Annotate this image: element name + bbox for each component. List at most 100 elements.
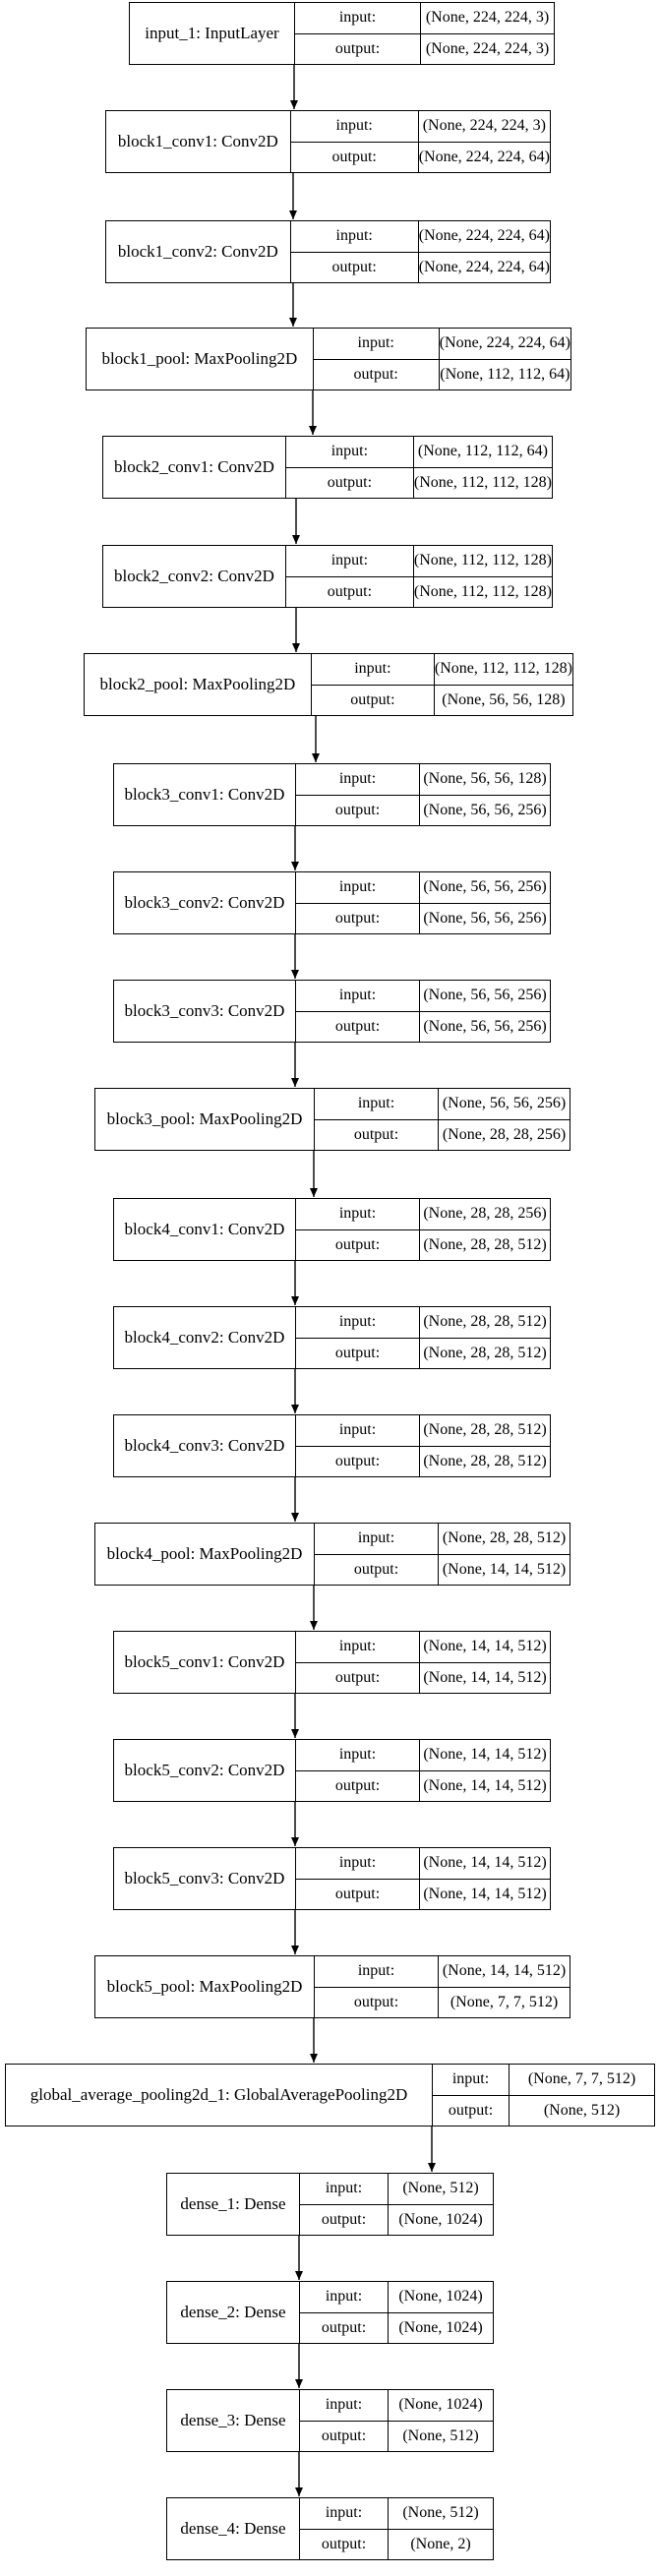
output-label: output: bbox=[300, 2312, 389, 2343]
input-row: input:(None, 14, 14, 512) bbox=[315, 1956, 570, 1987]
output-shape: (None, 112, 112, 128) bbox=[413, 582, 552, 600]
output-shape: (None, 56, 56, 256) bbox=[423, 801, 547, 818]
output-row: output:(None, 28, 28, 512) bbox=[296, 1228, 550, 1260]
input-shape: (None, 28, 28, 512) bbox=[442, 1529, 567, 1547]
layer-name: block5_pool: MaxPooling2D bbox=[95, 1956, 315, 2017]
output-shape: (None, 7, 7, 512) bbox=[450, 1993, 559, 2010]
input-shape: (None, 112, 112, 128) bbox=[413, 552, 552, 569]
output-label: output: bbox=[315, 1987, 439, 2017]
layer-name: block4_pool: MaxPooling2D bbox=[95, 1524, 315, 1585]
input-row: input:(None, 28, 28, 512) bbox=[315, 1524, 570, 1554]
layer-name: block5_conv3: Conv2D bbox=[114, 1848, 296, 1909]
output-label: output: bbox=[286, 467, 414, 498]
output-shape: (None, 56, 56, 128) bbox=[442, 690, 566, 708]
output-shape: (None, 14, 14, 512) bbox=[423, 1885, 547, 1902]
output-shape: (None, 28, 28, 512) bbox=[423, 1344, 547, 1361]
output-row: output:(None, 112, 112, 64) bbox=[313, 358, 570, 389]
input-label: input: bbox=[296, 1632, 420, 1662]
input-label: input: bbox=[296, 764, 420, 795]
input-shape: (None, 28, 28, 512) bbox=[423, 1421, 547, 1439]
output-shape: (None, 1024) bbox=[398, 2210, 483, 2228]
output-shape: (None, 14, 14, 512) bbox=[423, 1776, 547, 1794]
layer-name: block4_conv2: Conv2D bbox=[114, 1307, 296, 1368]
output-row: output:(None, 28, 28, 256) bbox=[315, 1118, 570, 1150]
input-label: input: bbox=[312, 654, 435, 685]
input-shape: (None, 14, 14, 512) bbox=[423, 1638, 547, 1655]
layer-io-table: input:(None, 112, 112, 128)output:(None,… bbox=[285, 546, 552, 607]
output-label: output: bbox=[296, 1770, 420, 1801]
layer-name: block2_conv1: Conv2D bbox=[103, 437, 286, 498]
output-row: output:(None, 2) bbox=[300, 2528, 493, 2559]
layer-name: block1_conv1: Conv2D bbox=[106, 111, 291, 172]
input-row: input:(None, 224, 224, 3) bbox=[291, 111, 550, 142]
output-label: output: bbox=[300, 2421, 389, 2451]
layer-name: block3_conv1: Conv2D bbox=[114, 764, 296, 825]
output-label: output: bbox=[291, 252, 419, 282]
output-shape: (None, 2) bbox=[410, 2535, 471, 2552]
layer-name: block1_conv2: Conv2D bbox=[106, 221, 291, 282]
output-label: output: bbox=[296, 1446, 420, 1476]
layer-io-table: input:(None, 112, 112, 128)output:(None,… bbox=[311, 654, 572, 715]
input-row: input:(None, 224, 224, 64) bbox=[291, 221, 550, 252]
layer-name: block2_conv2: Conv2D bbox=[103, 546, 286, 607]
input-row: input:(None, 7, 7, 512) bbox=[433, 2065, 654, 2095]
output-row: output:(None, 112, 112, 128) bbox=[285, 466, 552, 498]
layer-io-table: input:(None, 14, 14, 512)output:(None, 1… bbox=[296, 1848, 550, 1909]
input-shape: (None, 14, 14, 512) bbox=[423, 1746, 547, 1764]
input-label: input: bbox=[315, 1089, 439, 1119]
output-shape: (None, 28, 28, 256) bbox=[442, 1125, 567, 1143]
input-label: input: bbox=[300, 2282, 389, 2312]
output-row: output:(None, 1024) bbox=[300, 2311, 493, 2343]
input-label: input: bbox=[296, 1848, 420, 1879]
input-shape: (None, 7, 7, 512) bbox=[527, 2070, 636, 2088]
input-label: input: bbox=[291, 221, 419, 252]
input-row: input:(None, 512) bbox=[300, 2498, 493, 2529]
output-row: output:(None, 512) bbox=[300, 2420, 493, 2451]
output-shape: (None, 224, 224, 64) bbox=[418, 148, 550, 165]
output-label: output: bbox=[296, 1338, 420, 1368]
layer-io-table: input:(None, 512)output:(None, 2) bbox=[300, 2498, 493, 2559]
layer-name: global_average_pooling2d_1: GlobalAverag… bbox=[6, 2065, 433, 2126]
input-row: input:(None, 112, 112, 128) bbox=[312, 654, 572, 685]
output-row: output:(None, 224, 224, 64) bbox=[290, 141, 550, 172]
layer-io-table: input:(None, 1024)output:(None, 512) bbox=[300, 2390, 493, 2451]
input-label: input: bbox=[296, 872, 420, 903]
output-label: output: bbox=[315, 1554, 439, 1585]
input-label: input: bbox=[296, 1199, 420, 1229]
layer-name: dense_1: Dense bbox=[167, 2174, 300, 2235]
input-label: input: bbox=[300, 2174, 389, 2204]
layer-io-table: input:(None, 56, 56, 256)output:(None, 5… bbox=[296, 872, 550, 933]
layer-name: block4_conv3: Conv2D bbox=[114, 1415, 296, 1476]
output-row: output: (None, 1024) bbox=[300, 2203, 493, 2235]
input-row: input:(None, 14, 14, 512) bbox=[296, 1848, 550, 1879]
output-label: output: bbox=[295, 33, 421, 64]
layer-io-table: input:(None, 14, 14, 512)output: (None, 7… bbox=[315, 1956, 570, 2017]
layer-io-table: input:(None, 7, 7, 512)output:(None, 512… bbox=[433, 2065, 654, 2126]
input-row: input:(None, 1024) bbox=[300, 2390, 493, 2421]
output-shape: (None, 56, 56, 256) bbox=[423, 909, 547, 927]
input-row: input:(None, 28, 28, 512) bbox=[296, 1307, 550, 1338]
output-label: output: bbox=[300, 2204, 389, 2235]
input-row: input:(None, 224, 224, 64) bbox=[314, 329, 570, 359]
input-label: input: bbox=[296, 1415, 420, 1446]
input-shape: (None, 56, 56, 128) bbox=[423, 770, 547, 788]
input-label: input: bbox=[314, 329, 440, 359]
layer-io-table: input:(None, 56, 56, 256)output:(None, 5… bbox=[296, 981, 550, 1042]
output-row: output:(None, 56, 56, 256) bbox=[296, 902, 550, 933]
output-row: output:(None, 28, 28, 512) bbox=[296, 1445, 550, 1476]
input-label: input: bbox=[286, 546, 414, 576]
output-label: output: bbox=[296, 1662, 420, 1693]
layer-io-table: input:(None, 56, 56, 128)output:(None, 5… bbox=[296, 764, 550, 825]
